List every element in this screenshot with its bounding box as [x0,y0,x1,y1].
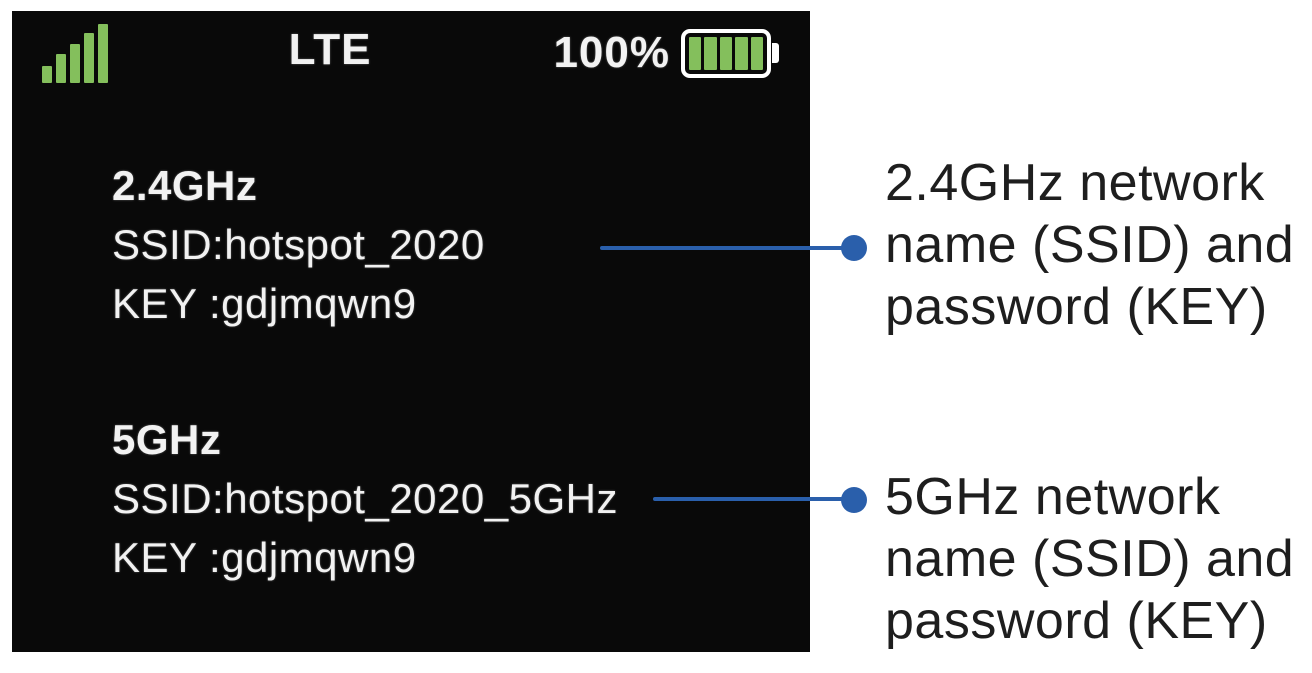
network-block-2-4ghz: 2.4GHz SSID:hotspot_2020 KEY :gdjmqwn9 [112,156,485,333]
callout-dot-5ghz [841,487,867,513]
annotation-line: password (KEY) [885,278,1268,336]
battery-status: 100% [553,28,779,78]
battery-percent-label: 100% [553,28,670,77]
battery-icon [681,28,771,78]
annotation-5ghz: 5GHz network name (SSID) and password (K… [885,466,1294,652]
key-value-5ghz: KEY :gdjmqwn9 [112,534,417,581]
ssid-value-2-4ghz: SSID:hotspot_2020 [112,221,485,268]
ssid-value-5ghz: SSID:hotspot_2020_5GHz [112,475,618,522]
key-value-2-4ghz: KEY :gdjmqwn9 [112,280,417,327]
signal-bar [98,24,108,83]
band-label-5ghz: 5GHz [112,416,222,463]
signal-bar [42,66,52,83]
signal-bar [84,33,94,83]
annotation-line: name (SSID) and [885,216,1295,274]
battery-segment [750,36,764,70]
network-type-label: LTE [288,25,372,74]
battery-segment [735,36,748,70]
signal-bar [56,54,66,83]
callout-line-5ghz [653,497,845,501]
callout-line-2-4ghz [600,246,845,250]
annotation-line: password (KEY) [885,592,1268,650]
annotation-line: name (SSID) and [885,530,1295,588]
battery-terminal-nub [772,43,779,63]
battery-segment [689,36,702,70]
signal-strength-icon [42,23,108,83]
battery-segment [719,36,733,70]
battery-segment [704,36,717,70]
band-label-2-4ghz: 2.4GHz [112,162,258,209]
hotspot-device-screen: LTE 100% 2.4GHz SSID:hotspot_2020 KEY :g… [12,11,810,652]
annotation-line: 2.4GHz network [885,154,1265,212]
annotation-line: 5GHz network [885,468,1221,526]
signal-bar [70,44,80,83]
network-block-5ghz: 5GHz SSID:hotspot_2020_5GHz KEY :gdjmqwn… [112,410,618,587]
callout-dot-2-4ghz [841,235,867,261]
annotation-2-4ghz: 2.4GHz network name (SSID) and password … [885,152,1294,338]
